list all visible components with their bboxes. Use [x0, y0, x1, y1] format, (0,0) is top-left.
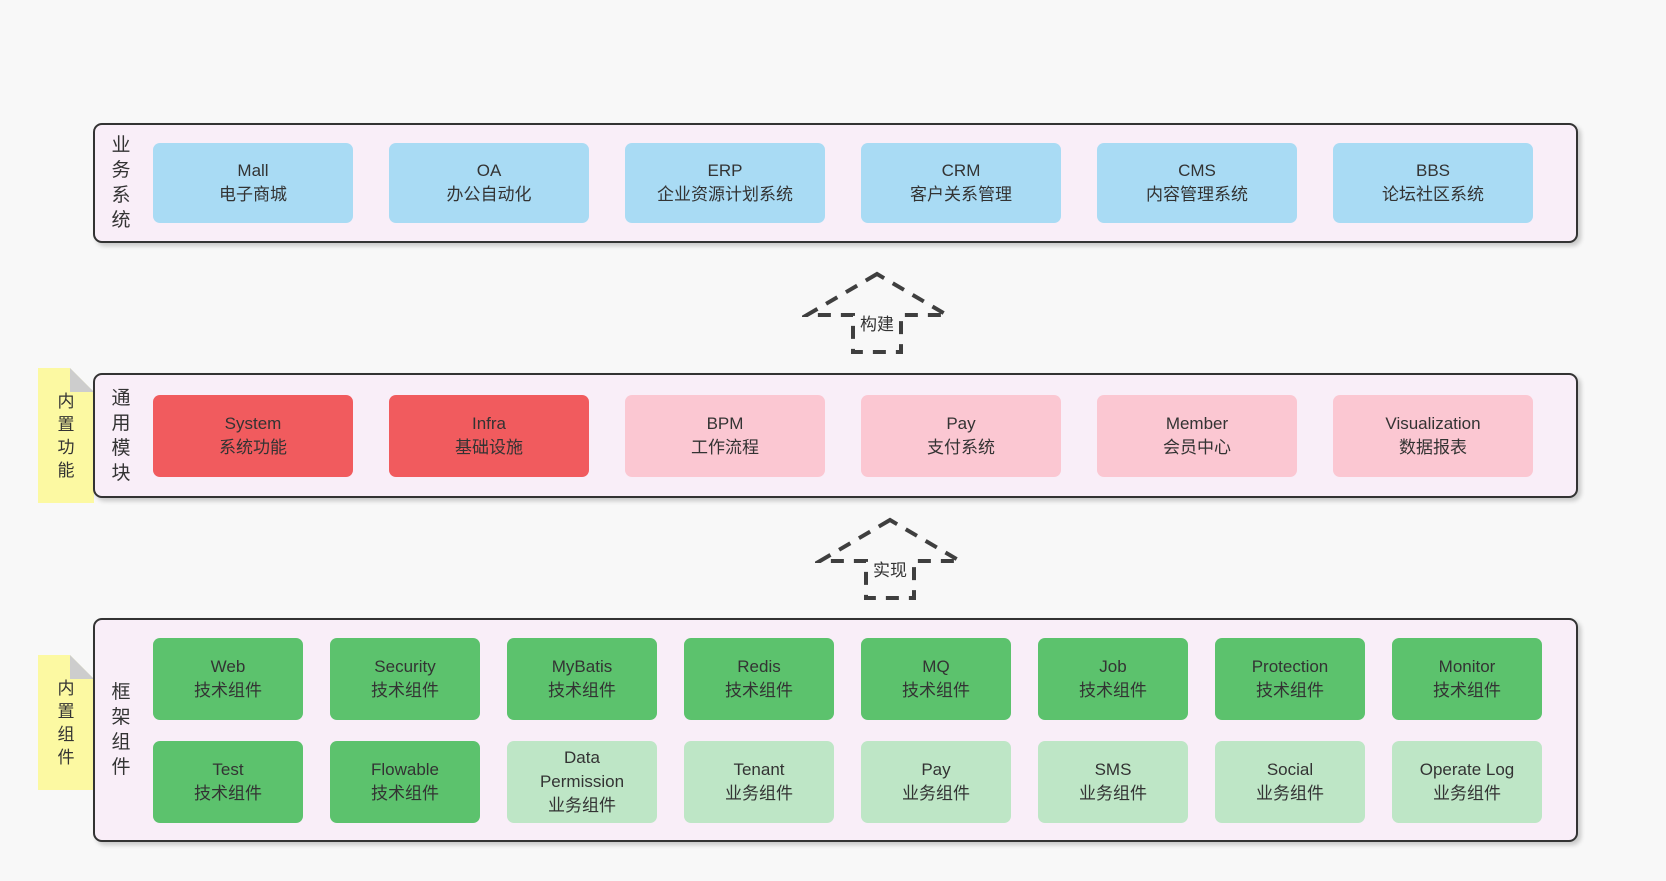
box-oa: OA 办公自动化: [389, 143, 589, 223]
band-label-framework-components: 框架组件: [111, 682, 131, 778]
block-arrow-up-icon: [802, 271, 952, 354]
box-system: System 系统功能: [153, 394, 353, 477]
box-redis: Redis 技术组件: [684, 637, 834, 720]
note-tab-label: 内置组件: [57, 678, 75, 767]
box-monitor: Monitor 技术组件: [1392, 637, 1542, 720]
box-data-permission: Data Permission 业务组件: [507, 740, 657, 823]
arrow-implement: 实现: [815, 517, 965, 601]
note-fold-corner-icon: [70, 655, 94, 679]
box-test: Test 技术组件: [153, 740, 303, 823]
band-side: 通用模块: [95, 375, 147, 496]
box-crm: CRM 客户关系管理: [861, 143, 1061, 223]
box-bpm: BPM 工作流程: [625, 394, 825, 477]
box-pay: Pay 支付系统: [861, 394, 1061, 477]
box-web: Web 技术组件: [153, 637, 303, 720]
business-boxes-row: Mall 电子商城 OA 办公自动化 ERP 企业资源计划系统 CRM 客户关系…: [147, 125, 1576, 241]
biz-components-row: Test 技术组件 Flowable 技术组件 Data Permission …: [153, 740, 1576, 823]
box-pay-biz: Pay 业务组件: [861, 740, 1011, 823]
block-arrow-up-icon: [815, 517, 965, 600]
band-common-modules: 通用模块 System 系统功能 Infra 基础设施 BPM 工作流程 Pay…: [93, 373, 1578, 498]
arrow-build: 构建: [802, 271, 952, 355]
box-sms: SMS 业务组件: [1038, 740, 1188, 823]
arrow-build-label: 构建: [856, 309, 898, 336]
tech-components-row: Web 技术组件 Security 技术组件 MyBatis 技术组件 Redi…: [153, 637, 1576, 720]
box-operate-log: Operate Log 业务组件: [1392, 740, 1542, 823]
box-mq: MQ 技术组件: [861, 637, 1011, 720]
band-label-business-systems: 业务系统: [111, 135, 131, 231]
box-social: Social 业务组件: [1215, 740, 1365, 823]
band-framework-components: 框架组件 Web 技术组件 Security 技术组件 MyBatis 技术组件…: [93, 618, 1578, 842]
box-infra: Infra 基础设施: [389, 394, 589, 477]
arrow-implement-label: 实现: [869, 555, 911, 582]
module-boxes-row: System 系统功能 Infra 基础设施 BPM 工作流程 Pay 支付系统…: [147, 375, 1576, 496]
box-tenant: Tenant 业务组件: [684, 740, 834, 823]
box-job: Job 技术组件: [1038, 637, 1188, 720]
note-fold-corner-icon: [70, 368, 94, 392]
box-member: Member 会员中心: [1097, 394, 1297, 477]
box-cms: CMS 内容管理系统: [1097, 143, 1297, 223]
box-mall: Mall 电子商城: [153, 143, 353, 223]
box-flowable: Flowable 技术组件: [330, 740, 480, 823]
component-boxes-grid: Web 技术组件 Security 技术组件 MyBatis 技术组件 Redi…: [147, 620, 1576, 840]
band-side: 业务系统: [95, 125, 147, 241]
box-erp: ERP 企业资源计划系统: [625, 143, 825, 223]
band-business-systems: 业务系统 Mall 电子商城 OA 办公自动化 ERP 企业资源计划系统 CRM…: [93, 123, 1578, 243]
box-security: Security 技术组件: [330, 637, 480, 720]
band-label-common-modules: 通用模块: [111, 387, 131, 484]
box-protection: Protection 技术组件: [1215, 637, 1365, 720]
box-bbs: BBS 论坛社区系统: [1333, 143, 1533, 223]
note-tab-label: 内置功能: [57, 391, 75, 480]
box-mybatis: MyBatis 技术组件: [507, 637, 657, 720]
box-visualization: Visualization 数据报表: [1333, 394, 1533, 477]
band-side: 框架组件: [95, 620, 147, 840]
